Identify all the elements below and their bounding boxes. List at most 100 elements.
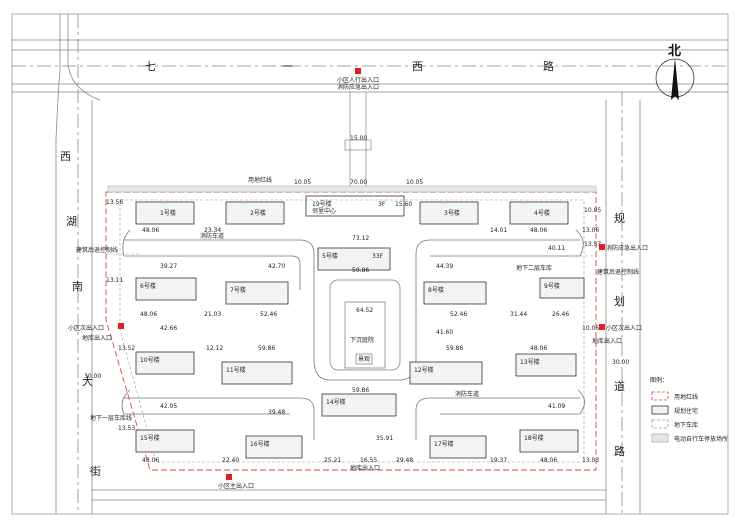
legend-swatch-garage	[651, 419, 669, 429]
dim-text: 48.06	[540, 457, 557, 464]
building-4-label: 4号楼	[534, 209, 550, 217]
dim-text: 40.11	[548, 245, 565, 252]
west-entrance-marker-icon	[118, 323, 124, 329]
west-road-char-1: 西	[60, 150, 71, 163]
setback-lines	[106, 199, 596, 463]
dim-text: 10.05	[294, 179, 311, 186]
dim-text: 52.46	[450, 311, 467, 318]
building-13	[515, 353, 577, 377]
west-road-char-2: 湖	[66, 215, 77, 228]
building-6-label: 6号楼	[140, 282, 156, 290]
legend-title: 图例：	[650, 376, 668, 384]
west-road-char-5: 街	[90, 464, 101, 478]
dim-text: 15.60	[395, 201, 412, 208]
building-14	[321, 393, 397, 417]
east-road-char-1: 规	[614, 211, 625, 225]
dim-text: 13.06	[582, 227, 599, 234]
north-road-char-1: 七	[145, 60, 156, 73]
building-1	[135, 201, 195, 225]
dim-text: 29.48	[396, 457, 413, 464]
dim-text: 44.39	[436, 263, 453, 270]
east-road-char-3: 道	[614, 379, 625, 393]
building-17	[429, 435, 487, 459]
building-9-label: 9号楼	[544, 282, 560, 290]
dim-text: 59.86	[446, 345, 463, 352]
dim-text: 13.03	[582, 457, 599, 464]
legend-item-residential: 规划住宅	[674, 407, 698, 415]
building-18	[519, 429, 579, 453]
setback-label-west: 建筑后退控制线	[76, 246, 118, 254]
dim-text: 22.40	[222, 457, 239, 464]
drawing-frame	[11, 13, 729, 515]
east-entrance-label: 小区次出入口	[606, 324, 642, 332]
east-road-char-4: 路	[614, 445, 625, 458]
building-12-label: 12号楼	[414, 366, 434, 374]
building-7	[225, 281, 289, 305]
dim-text: 70.00	[350, 179, 367, 186]
dim-text: 39.27	[160, 263, 177, 270]
dim-text: 21.03	[204, 311, 221, 318]
dim-text: 59.86	[352, 387, 369, 394]
building-7-label: 7号楼	[230, 286, 246, 294]
east-garage-label: 地库出入口	[592, 337, 622, 345]
north-entrance-marker-icon	[355, 68, 361, 74]
building-10	[135, 351, 195, 375]
dim-text: 31.44	[510, 311, 527, 318]
dim-text: 48.06	[142, 227, 159, 234]
legend-item-ebike: 电动自行车停放场所	[674, 435, 728, 443]
dim-text: 30.00	[84, 373, 101, 380]
building-5-floors: 33F	[372, 253, 384, 260]
building-8	[423, 281, 487, 305]
basement-label-east: 地下二层车库	[516, 264, 552, 272]
clubhouse-label: 邻里中心	[312, 207, 336, 215]
plaza-label-2: 景观	[358, 356, 370, 363]
east-fire-label: 消防应急出入口	[606, 244, 648, 252]
legend-item-garage: 地下车库	[674, 421, 698, 429]
dimension-labels: 15.00 70.00 10.05 10.05 73.12 13.56 48.0…	[84, 135, 629, 464]
internal-fire-road	[121, 229, 585, 440]
dim-text: 48.06	[142, 457, 159, 464]
compass-label: 北	[668, 44, 681, 59]
legend: 图例： 用地红线 规划住宅 地下车库 电动自行车停放场所	[650, 376, 728, 443]
dim-text: 12.12	[206, 345, 223, 352]
north-road-char-4: 路	[543, 60, 554, 73]
legend-swatch-residential	[651, 405, 669, 415]
dim-text: 64.52	[356, 307, 373, 314]
dim-text: 26.46	[552, 311, 569, 318]
building-2	[225, 201, 285, 225]
north-road-char-3: 西	[412, 60, 423, 73]
fire-lane-label-se: 消防车道	[455, 390, 479, 398]
building-10-label: 10号楼	[140, 356, 160, 364]
building-15	[135, 429, 195, 453]
building-16-label: 16号楼	[250, 440, 270, 448]
dim-text: 59.86	[258, 345, 275, 352]
building-15-label: 15号楼	[140, 434, 160, 442]
building-11	[221, 361, 293, 385]
clubhouse-floors: 3F	[378, 201, 386, 208]
building-9	[539, 277, 585, 299]
legend-swatch-ebike	[651, 433, 669, 443]
building-13-label: 13号楼	[520, 358, 540, 366]
north-arrow: 北	[655, 44, 695, 100]
dim-text: 16.55	[360, 457, 377, 464]
dim-text: 23.34	[204, 227, 221, 234]
dim-text: 30.00	[612, 359, 629, 366]
dim-text: 15.00	[350, 135, 367, 142]
compass-needle-icon	[671, 58, 679, 100]
west-garage-label-2: 地下一层车库线	[90, 414, 132, 422]
dim-text: 41.60	[436, 329, 453, 336]
dim-text: 59.86	[352, 267, 369, 274]
dim-text: 42.70	[268, 263, 285, 270]
dim-text: 14.01	[490, 227, 507, 234]
clubhouse-building	[305, 195, 405, 217]
south-entrance-label: 小区主出入口	[218, 482, 254, 490]
building-2-label: 2号楼	[250, 209, 266, 217]
building-5	[317, 247, 391, 271]
dim-text: 25.21	[324, 457, 341, 464]
red-line-label: 用地红线	[248, 176, 272, 184]
dim-text: 19.37	[490, 457, 507, 464]
site-red-line	[105, 191, 597, 471]
dim-text: 13.53	[118, 425, 135, 432]
north-boundary-hatch	[107, 185, 597, 193]
west-road-char-4: 大	[82, 374, 93, 388]
